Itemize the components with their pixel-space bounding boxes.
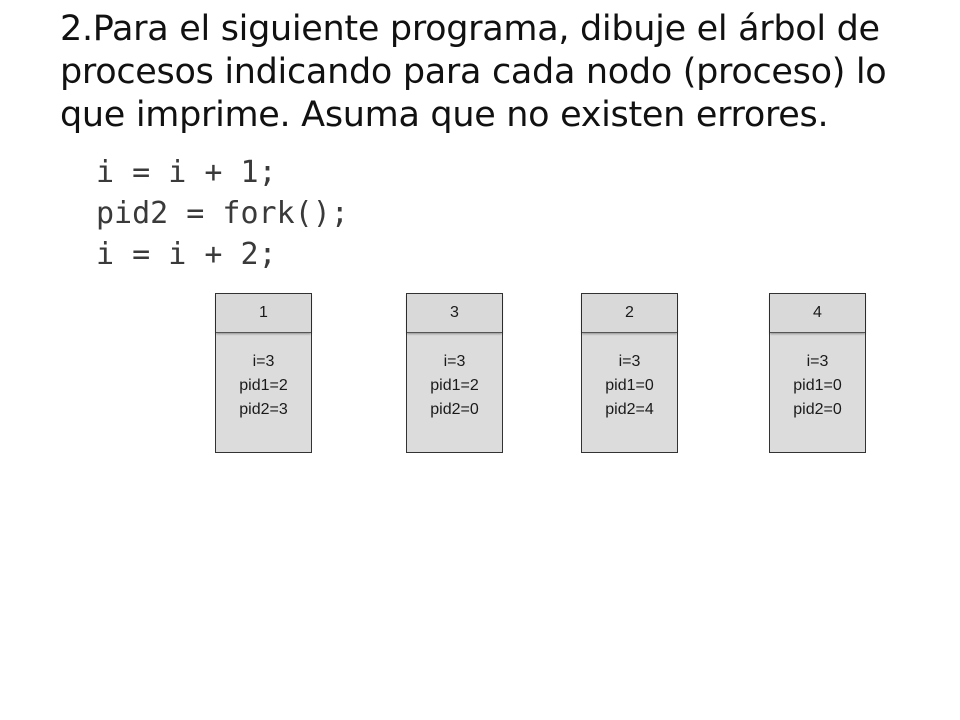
- code-line: i = i + 1;: [96, 155, 277, 190]
- process-output-line: pid1=2: [239, 377, 288, 394]
- process-output-line: pid1=0: [793, 377, 842, 394]
- process-id: 4: [770, 294, 865, 333]
- process-node: 2 i=3 pid1=0 pid2=4: [581, 293, 678, 453]
- process-output-line: pid2=0: [793, 401, 842, 418]
- process-output-line: i=3: [252, 353, 275, 370]
- code-snippet: i = i + 1; pid2 = fork(); i = i + 2;: [96, 152, 349, 275]
- process-node: 3 i=3 pid1=2 pid2=0: [406, 293, 503, 453]
- process-output: i=3 pid1=2 pid2=0: [407, 333, 502, 422]
- process-output: i=3 pid1=0 pid2=0: [770, 333, 865, 422]
- process-output-line: pid2=4: [605, 401, 654, 418]
- process-id: 2: [582, 294, 677, 333]
- code-line: pid2 = fork();: [96, 196, 349, 231]
- process-id: 3: [407, 294, 502, 333]
- process-output-line: i=3: [806, 353, 829, 370]
- process-output-line: i=3: [618, 353, 641, 370]
- code-line: i = i + 2;: [96, 237, 277, 272]
- process-output-line: i=3: [443, 353, 466, 370]
- title-line: que imprime. Asuma que no existen errore…: [60, 95, 829, 135]
- process-output-line: pid2=0: [430, 401, 479, 418]
- page-title: 2.Para el siguiente programa, dibuje el …: [60, 8, 920, 137]
- process-output-line: pid1=2: [430, 377, 479, 394]
- process-output-line: pid2=3: [239, 401, 288, 418]
- process-id: 1: [216, 294, 311, 333]
- process-node: 1 i=3 pid1=2 pid2=3: [215, 293, 312, 453]
- process-output-line: pid1=0: [605, 377, 654, 394]
- title-line: 2.Para el siguiente programa, dibuje el …: [60, 9, 880, 49]
- title-line: procesos indicando para cada nodo (proce…: [60, 52, 887, 92]
- process-output: i=3 pid1=2 pid2=3: [216, 333, 311, 422]
- process-node: 4 i=3 pid1=0 pid2=0: [769, 293, 866, 453]
- process-output: i=3 pid1=0 pid2=4: [582, 333, 677, 422]
